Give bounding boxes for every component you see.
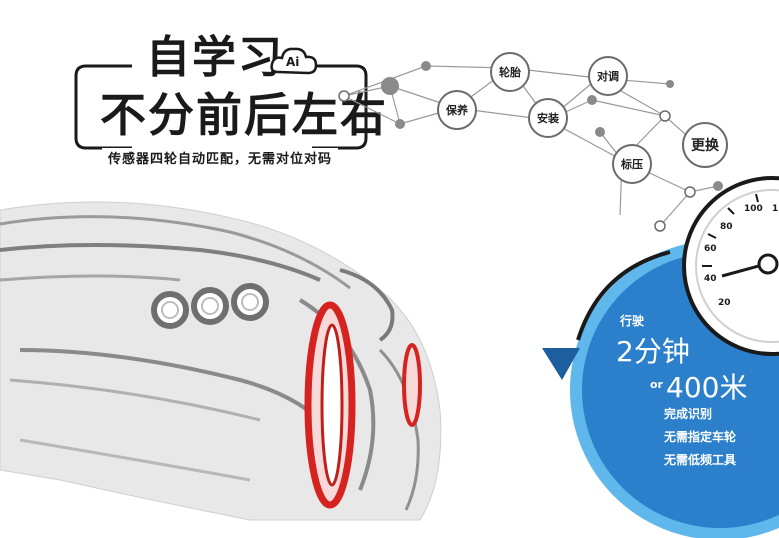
tick-60: 60 (704, 244, 717, 254)
disc-or: or (650, 378, 663, 391)
headline-line2: 不分前后左右 (100, 88, 388, 142)
disc-time: 2分钟 (616, 335, 690, 368)
disc-feature-3: 无需低频工具 (664, 453, 737, 467)
front-tire (304, 301, 356, 509)
rear-tire (402, 343, 422, 427)
node-install: 安装 (528, 98, 568, 138)
node-standard-pressure: 标压 (612, 144, 652, 184)
disc-distance: 400米 (666, 371, 748, 404)
tick-1: 1 (772, 204, 779, 214)
node-maintenance: 保养 (437, 90, 477, 130)
node-tire: 轮胎 (490, 52, 530, 92)
headlights (151, 283, 269, 329)
tick-80: 80 (720, 222, 733, 232)
disc-prefix: 行驶 (620, 314, 645, 328)
ai-cloud-icon: Ai (270, 47, 318, 75)
tick-20: 20 (718, 298, 731, 308)
node-replace: 更换 (682, 122, 728, 168)
tick-40: 40 (704, 274, 717, 284)
headline-line1: 自学习 (140, 36, 290, 80)
ai-badge-text: Ai (286, 55, 299, 69)
disc-feature-2: 无需指定车轮 (664, 430, 737, 444)
disc-feature-1: 完成识别 (664, 407, 713, 421)
car-illustration (0, 201, 442, 521)
tick-100: 100 (744, 204, 763, 214)
node-swap: 对调 (588, 56, 628, 96)
headline-subtitle: 传感器四轮自动匹配，无需对位对码 (102, 148, 339, 167)
speedometer (682, 176, 779, 356)
